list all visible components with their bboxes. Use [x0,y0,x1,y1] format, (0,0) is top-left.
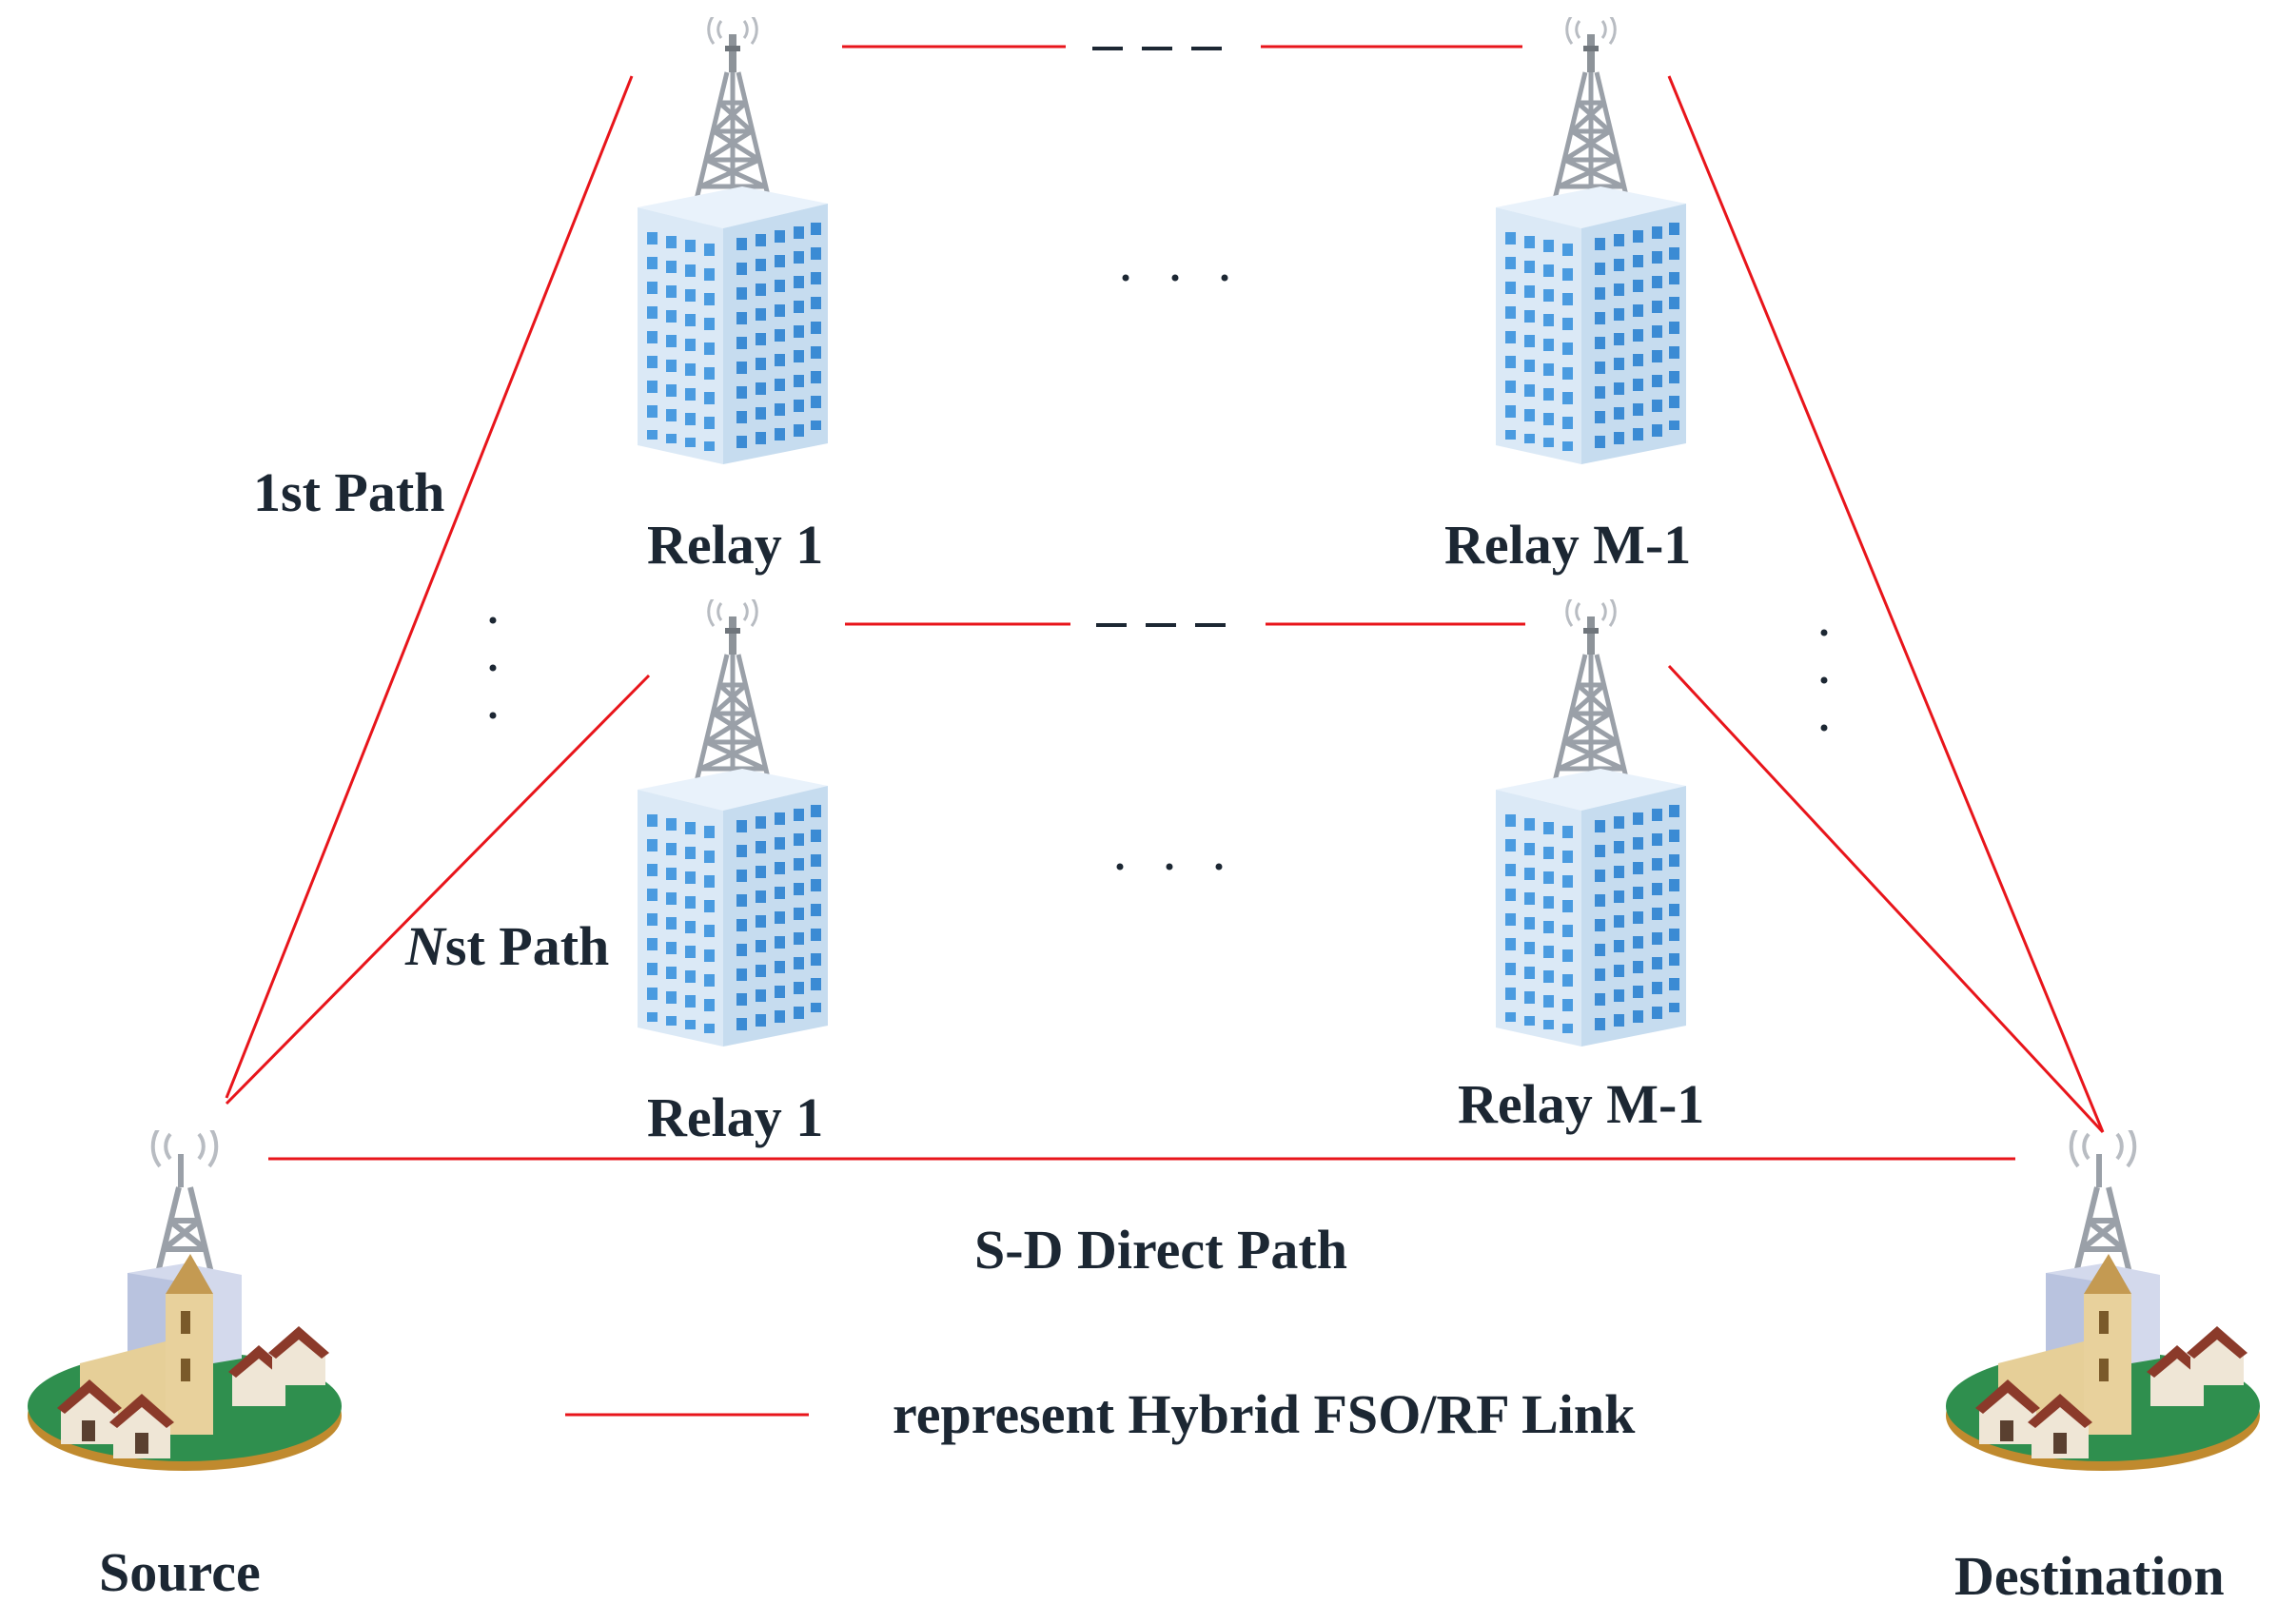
relay-chain-dashes [1092,47,1226,627]
legend-label: represent Hybrid FSO/RF Link [893,1383,1636,1445]
nth-path-italic-n: N [404,915,447,977]
relay-building-icon [1496,15,1686,464]
dot [1116,863,1124,871]
nth-path-rest: st Path [445,915,609,977]
dot [489,616,497,624]
dot [1171,274,1179,282]
relay-building-icon [638,15,828,464]
ellipsis-dots [489,274,1828,871]
relay-label-top-left: Relay 1 [647,514,823,576]
nth-path-label: Nst Path [404,915,609,977]
hybrid-links [225,45,2105,1417]
dot [1820,629,1828,636]
dot [489,712,497,719]
dot [1166,863,1173,871]
dot [1221,274,1228,282]
link-relayM1-bottom-to-destination [1667,664,2105,1134]
dot [1215,863,1223,871]
link-source-to-relay1-top [225,75,634,1099]
dot [1122,274,1129,282]
destination-town-icon [1946,1126,2260,1471]
relay-label-bottom-left: Relay 1 [647,1086,823,1148]
link-relayM1-top-to-destination [1667,75,2105,1133]
dot [489,664,497,672]
relay-building-icon [1496,597,1686,1047]
link-source-to-relay1-bottom [225,674,651,1105]
source-label: Source [99,1541,261,1603]
source-town-icon [28,1126,342,1471]
dot [1820,724,1828,732]
relay-label-top-right: Relay M-1 [1444,514,1691,576]
dot [1820,676,1828,684]
relay-building-icon [638,597,828,1047]
first-path-label: 1st Path [253,461,444,523]
direct-path-label: S-D Direct Path [974,1219,1347,1281]
destination-label: Destination [1954,1545,2225,1607]
relay-label-bottom-right: Relay M-1 [1458,1073,1704,1135]
